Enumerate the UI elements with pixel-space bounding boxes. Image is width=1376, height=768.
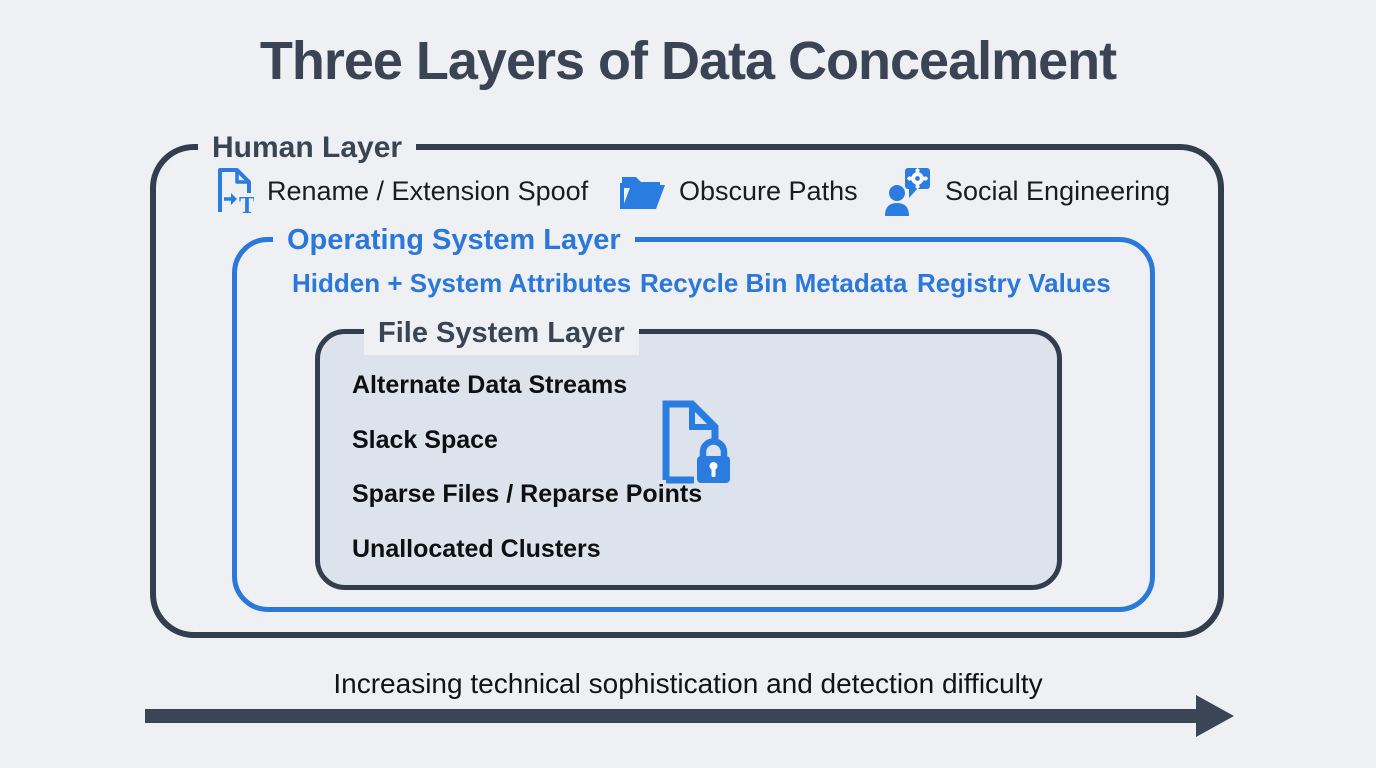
fs-item: Alternate Data Streams — [352, 371, 628, 399]
fs-item: Slack Space — [352, 426, 498, 454]
human-item-rename: T Rename / Extension Spoof — [212, 164, 588, 218]
rename-file-icon: T — [218, 168, 254, 216]
sophistication-arrow — [145, 709, 1197, 723]
open-folder-icon — [620, 177, 665, 209]
human-item-social: Social Engineering — [884, 164, 1170, 218]
svg-text:T: T — [239, 193, 254, 216]
human-item-label: Social Engineering — [945, 175, 1171, 206]
os-item: Hidden + System Attributes — [292, 268, 632, 298]
arrow-head-icon — [1196, 695, 1234, 737]
os-item: Recycle Bin Metadata — [640, 268, 908, 298]
person-chat-gear-icon — [885, 167, 930, 216]
locked-file-icon — [662, 400, 730, 484]
os-item: Registry Values — [917, 268, 1111, 298]
page-title: Three Layers of Data Concealment — [259, 31, 1117, 91]
fs-item: Unallocated Clusters — [352, 535, 601, 563]
human-item-label: Rename / Extension Spoof — [267, 175, 589, 206]
fs-layer-box: File System Layer — [315, 311, 1062, 590]
os-layer-box: Operating System Layer — [232, 218, 1155, 612]
fs-layer-label: File System Layer — [364, 311, 639, 355]
os-layer-label: Operating System Layer — [273, 218, 635, 262]
fs-item: Sparse Files / Reparse Points — [352, 480, 703, 508]
human-layer-label: Human Layer — [198, 126, 417, 170]
axis-caption: Increasing technical sophistication and … — [333, 668, 1043, 699]
human-item-paths: Obscure Paths — [620, 164, 858, 218]
human-layer-box: Human Layer — [150, 126, 1224, 638]
human-item-label: Obscure Paths — [679, 175, 858, 206]
